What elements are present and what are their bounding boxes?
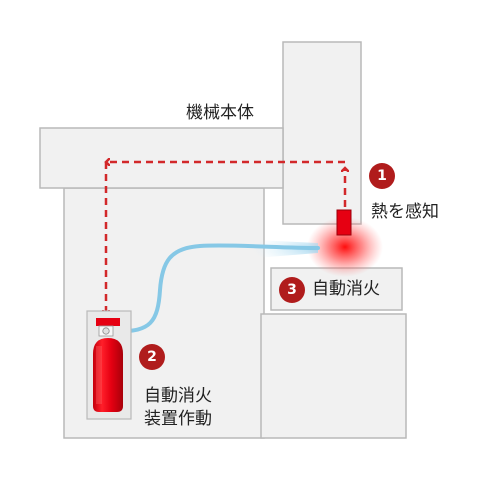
hose xyxy=(116,243,320,334)
heat-glow-icon xyxy=(307,217,383,277)
machine-column xyxy=(282,41,362,225)
step2-label-line2: 装置作動 xyxy=(144,409,212,429)
machine-right-base xyxy=(260,313,407,439)
step3-label: 自動消火 xyxy=(312,279,380,299)
step1-label: 熱を感知 xyxy=(371,202,439,222)
machine-body-label: 機械本体 xyxy=(186,103,254,123)
fire-extinguisher-icon xyxy=(93,318,123,412)
step3-badge: 3 xyxy=(279,277,305,303)
machine-beam xyxy=(39,127,284,189)
heat-sensor-icon xyxy=(336,209,352,236)
step2-label-line1: 自動消火 xyxy=(144,386,212,406)
step1-badge: 1 xyxy=(369,163,395,189)
step2-badge: 2 xyxy=(139,344,165,370)
